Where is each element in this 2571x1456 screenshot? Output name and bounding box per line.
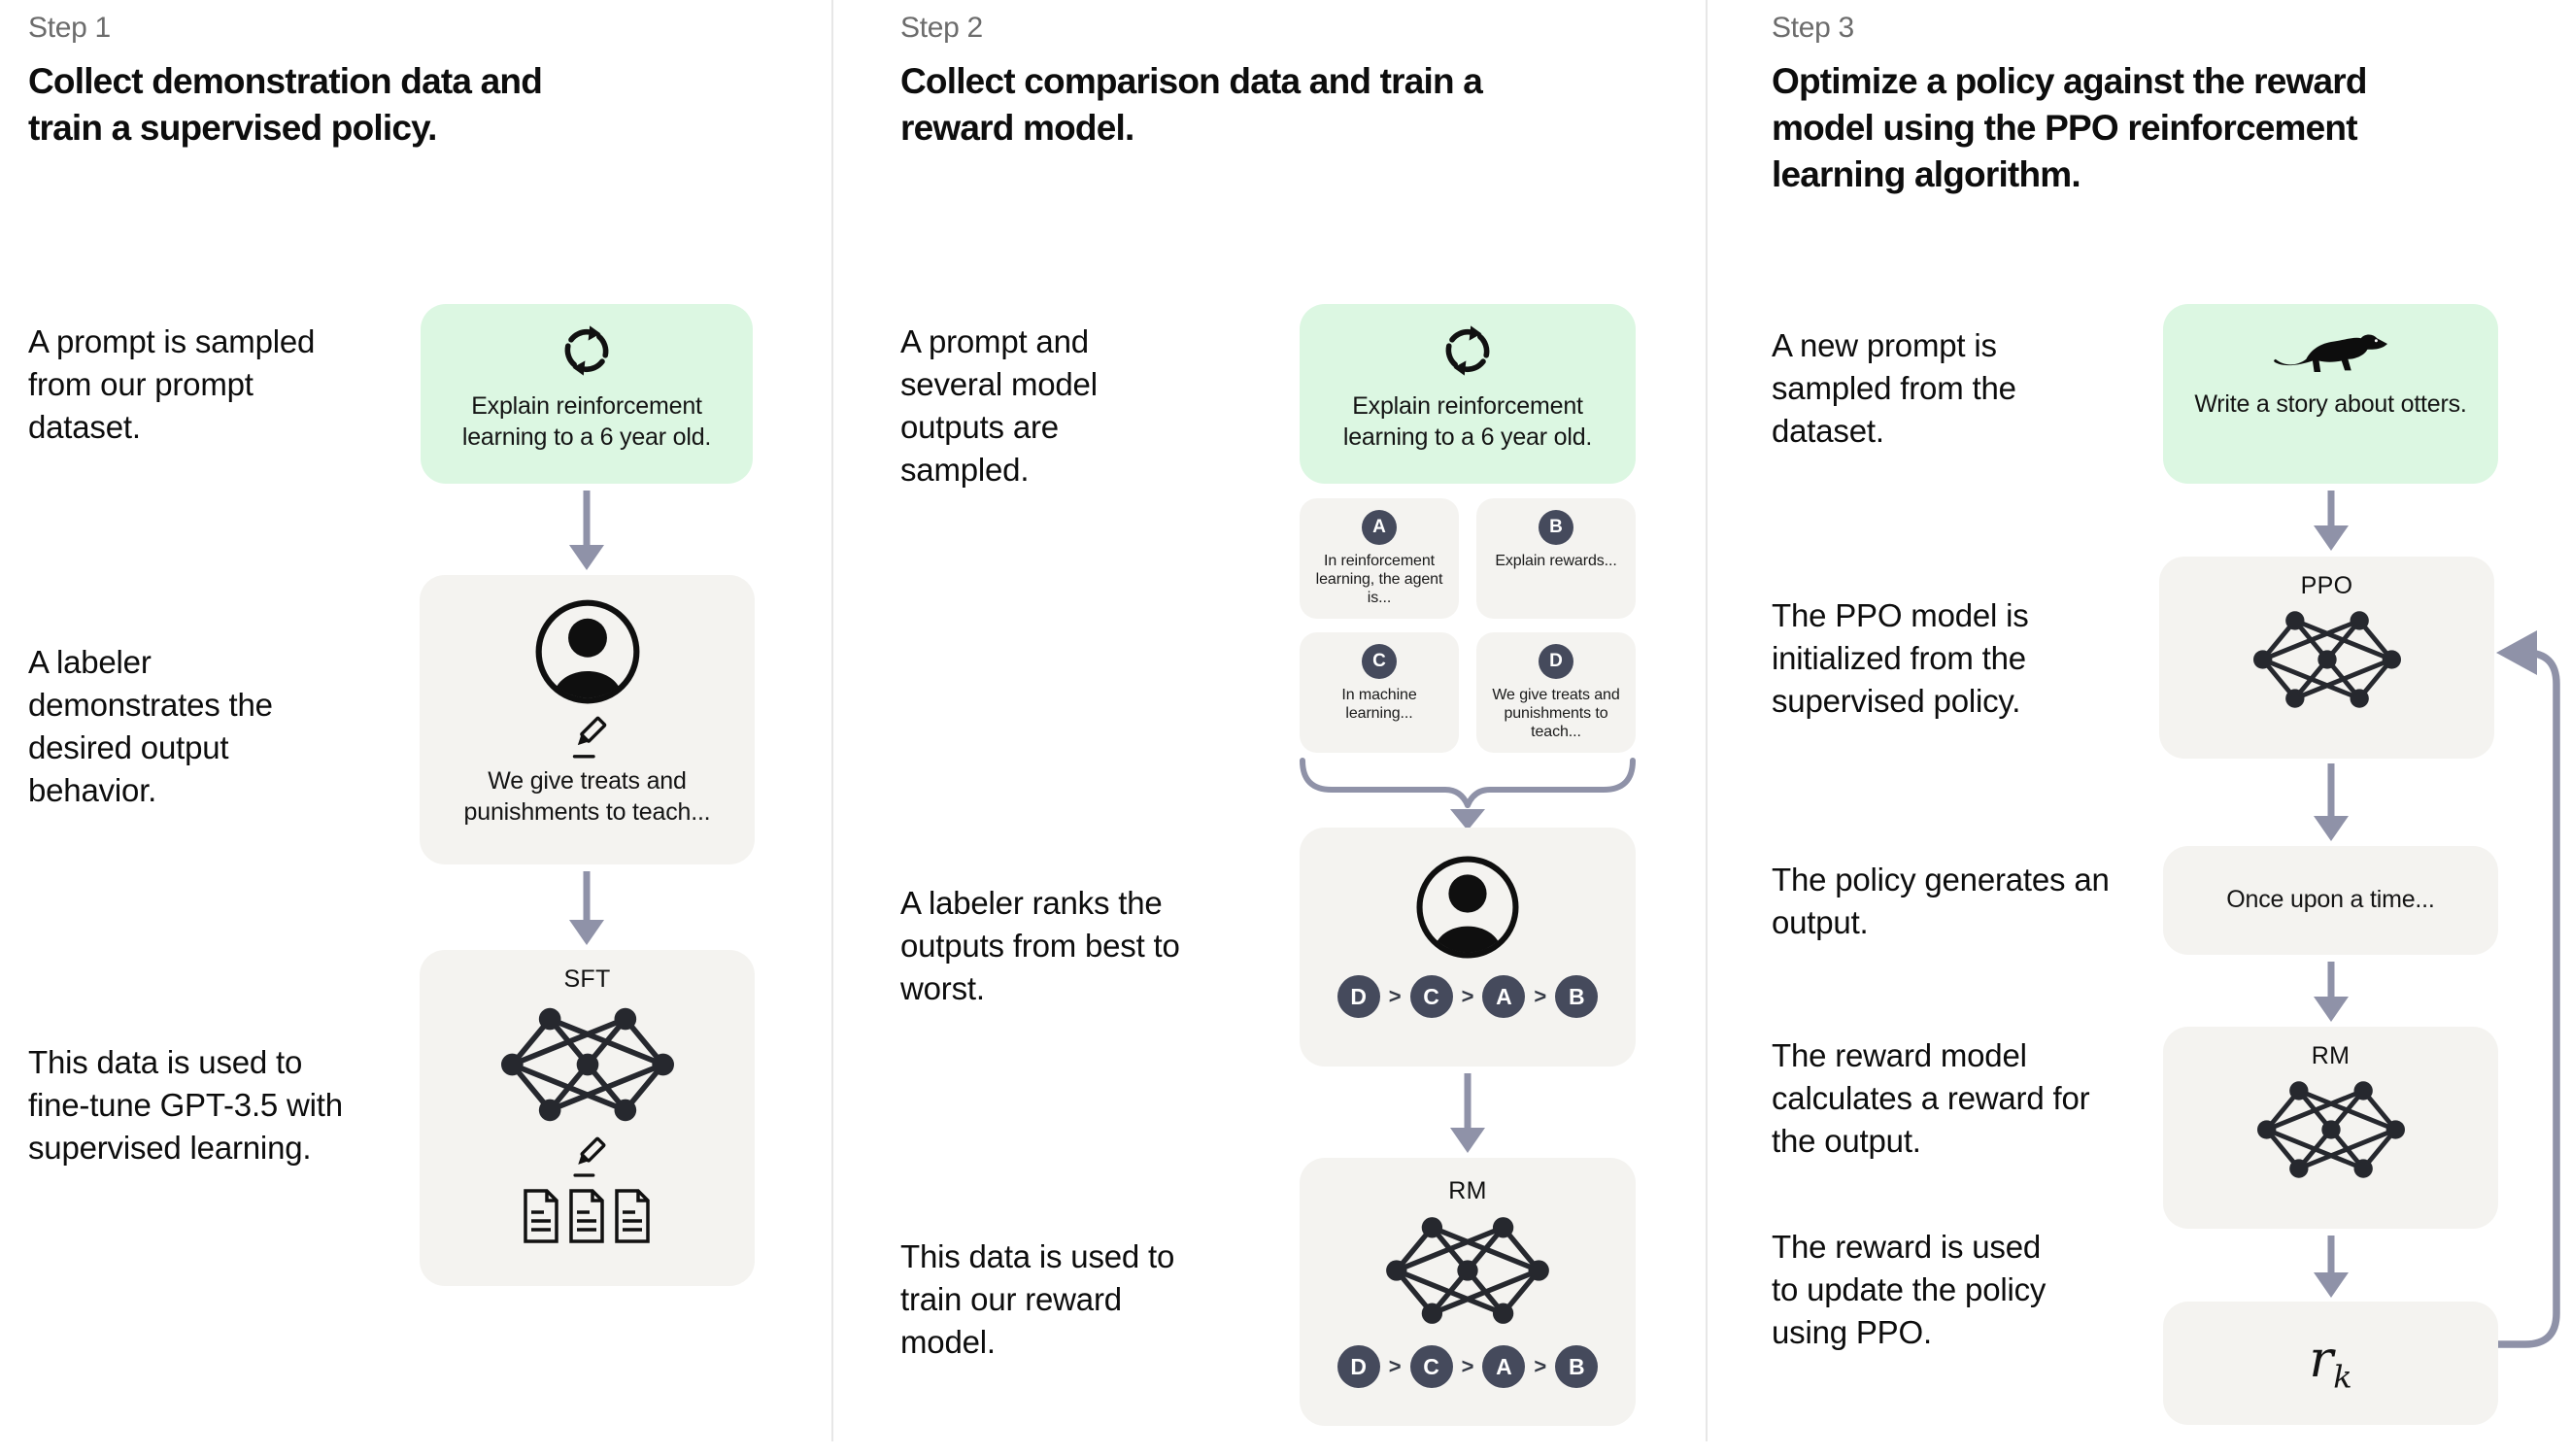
- network-icon: [500, 1001, 674, 1128]
- cycle-icon: [556, 320, 618, 382]
- rank-badge: A: [1482, 1345, 1526, 1388]
- output-box-d: D We give treats and punishments to teac…: [1476, 632, 1636, 753]
- step1-prompt-box: Explain reinforcement learning to a 6 ye…: [421, 304, 753, 484]
- step1-text-labeler: A labeler demonstrates the desired outpu…: [28, 644, 273, 808]
- step2-prompt-box: Explain reinforcement learning to a 6 ye…: [1300, 304, 1636, 484]
- rank-badge: A: [1482, 975, 1526, 1018]
- output-badge-b: B: [1539, 510, 1573, 545]
- network-icon: [2256, 1075, 2405, 1184]
- step1-text-finetune: This data is used to fine-tune GPT-3.5 w…: [28, 1044, 343, 1166]
- step2-label: Step 2: [900, 12, 983, 44]
- step3-reward-box: rk: [2163, 1302, 2498, 1425]
- step1-text-prompt: A prompt is sampled from our prompt data…: [28, 323, 316, 445]
- step2-text-ranks: A labeler ranks the outputs from best to…: [900, 885, 1180, 1006]
- output-badge-d: D: [1539, 644, 1573, 679]
- output-box-b: B Explain rewards...: [1476, 498, 1636, 619]
- ranking-row: D > C > A > B: [1336, 975, 1599, 1018]
- rank-badge: B: [1555, 1345, 1599, 1388]
- step3-text-init: The PPO model is initialized from the su…: [1772, 597, 2029, 719]
- arrow-down-icon: [2314, 1236, 2349, 1298]
- ranking-row: D > C > A > B: [1336, 1345, 1599, 1388]
- rm-model-label: RM: [2311, 1042, 2351, 1069]
- output-text-d: We give treats and punishments to teach.…: [1492, 687, 1620, 741]
- step3-prompt-box: Write a story about otters.: [2163, 304, 2498, 484]
- step3-text-update: The reward is used to update the policy …: [1772, 1229, 2047, 1350]
- rank-badge: B: [1555, 975, 1599, 1018]
- step3-prompt-box-text: Write a story about otters.: [2194, 390, 2467, 418]
- step3-ppo-box: PPO: [2159, 557, 2494, 759]
- person-icon: [532, 596, 643, 707]
- step3-text-calculates: The reward model calculates a reward for…: [1772, 1037, 2090, 1159]
- step2-text-sampled: A prompt and several model outputs are s…: [900, 323, 1098, 488]
- step1-title: Collect demonstration data and train a s…: [28, 61, 543, 149]
- arrow-down-icon: [1450, 1073, 1485, 1153]
- rank-badge: C: [1409, 1345, 1453, 1388]
- greater-than: >: [1388, 984, 1402, 1008]
- column-divider: [1706, 0, 1708, 1441]
- greater-than: >: [1461, 1354, 1474, 1378]
- step2-title: Collect comparison data and train a rewa…: [900, 61, 1483, 149]
- rank-badge: C: [1409, 975, 1453, 1018]
- rank-badge: D: [1336, 1345, 1380, 1388]
- step3-output-box-text: Once upon a time...: [2226, 886, 2435, 914]
- pencil-icon: [564, 715, 611, 762]
- arrow-down-icon: [2314, 763, 2349, 841]
- rank-badge: D: [1336, 975, 1380, 1018]
- step3-text-new-prompt: A new prompt is sampled from the dataset…: [1772, 327, 2016, 449]
- documents-icon: [523, 1188, 653, 1244]
- ppo-model-label: PPO: [2300, 572, 2353, 599]
- brace-arrow-icon: [1300, 753, 1636, 835]
- step2-ranking-box: D > C > A > B: [1300, 828, 1636, 1067]
- output-text-a: In reinforcement learning, the agent is.…: [1315, 553, 1443, 607]
- greater-than: >: [1388, 1354, 1402, 1378]
- output-box-c: C In machine learning...: [1300, 632, 1459, 753]
- output-text-c: In machine learning...: [1341, 687, 1417, 723]
- output-text-b: Explain rewards...: [1495, 553, 1617, 569]
- step1-label: Step 1: [28, 12, 111, 44]
- person-icon: [1413, 853, 1522, 962]
- step3-text-generates: The policy generates an output.: [1772, 862, 2110, 940]
- sft-model-label: SFT: [563, 965, 611, 993]
- step1-sft-box: SFT: [420, 950, 755, 1286]
- step3-output-box: Once upon a time...: [2163, 846, 2498, 955]
- column-divider: [831, 0, 833, 1441]
- network-icon: [2252, 605, 2401, 714]
- step1-labeler-box-text: We give treats and punishments to teach.…: [463, 767, 711, 826]
- output-badge-a: A: [1362, 510, 1397, 545]
- cycle-icon: [1437, 320, 1499, 382]
- pencil-icon: [565, 1135, 610, 1180]
- step2-rm-box: RM D > C > A: [1300, 1158, 1636, 1426]
- rm-model-label: RM: [1448, 1177, 1487, 1204]
- greater-than: >: [1534, 984, 1547, 1008]
- output-badge-c: C: [1362, 644, 1397, 679]
- reward-value: rk: [2309, 1331, 2352, 1396]
- step2-prompt-box-text: Explain reinforcement learning to a 6 ye…: [1342, 392, 1593, 451]
- otter-icon: [2270, 325, 2392, 382]
- greater-than: >: [1534, 1354, 1547, 1378]
- step3-rm-box: RM: [2163, 1027, 2498, 1229]
- greater-than: >: [1461, 984, 1474, 1008]
- step2-text-train: This data is used to train our reward mo…: [900, 1238, 1175, 1360]
- step3-title: Optimize a policy against the reward mod…: [1772, 61, 2368, 195]
- network-icon: [1386, 1211, 1549, 1330]
- arrow-down-icon: [569, 491, 604, 570]
- arrow-down-icon: [2314, 962, 2349, 1022]
- step1-prompt-box-text: Explain reinforcement learning to a 6 ye…: [461, 392, 712, 451]
- step1-labeler-box: We give treats and punishments to teach.…: [420, 575, 755, 864]
- output-box-a: A In reinforcement learning, the agent i…: [1300, 498, 1459, 619]
- arrow-down-icon: [569, 871, 604, 945]
- arrow-down-icon: [2314, 491, 2349, 551]
- step3-label: Step 3: [1772, 12, 1854, 44]
